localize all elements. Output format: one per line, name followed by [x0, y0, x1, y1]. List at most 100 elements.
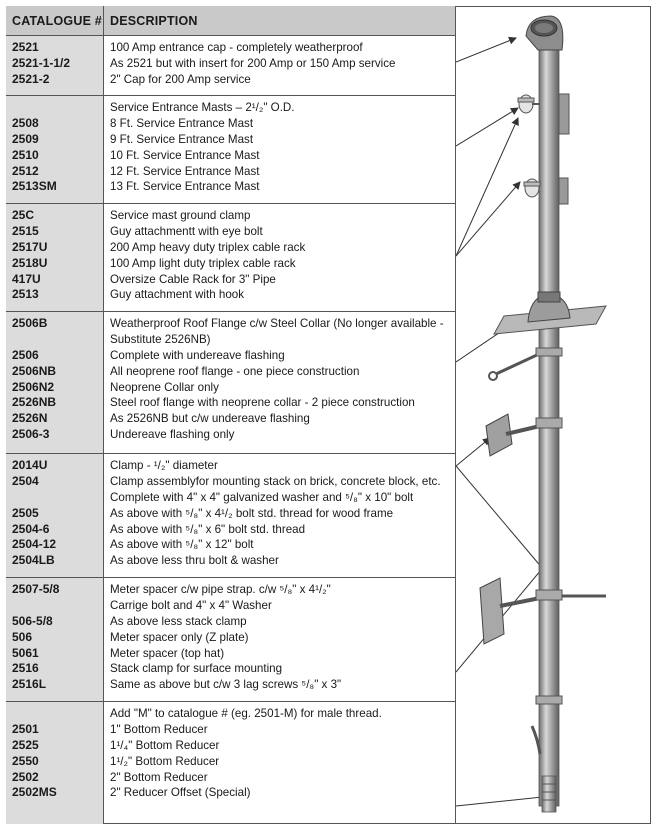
- catalogue-number: 2521: [12, 40, 39, 54]
- catalogue-number: 2502MS: [12, 785, 57, 800]
- catalogue-group: 2521 100 Amp entrance cap - completely we…: [6, 36, 456, 96]
- description: Complete with 4" x 4" galvanized washer …: [110, 490, 414, 504]
- table-row: 2507-5/8 Meter spacer c/w pipe strap. c/w…: [6, 582, 456, 598]
- catalogue-group: 2014U Clamp - ¹/₂" diameter 2504 Clamp asse…: [6, 454, 456, 578]
- catalogue-number: 2550: [12, 753, 39, 768]
- description: As 2521 but with insert for 200 Amp or 1…: [110, 56, 396, 70]
- catalogue-number: 2526N: [12, 411, 48, 426]
- table-row: 2521-1-1/2 As 2521 but with insert for 20…: [6, 56, 456, 72]
- description: As above with ⁵/₈" x 12" bolt: [110, 538, 254, 552]
- catalogue-number: 2510: [12, 147, 39, 162]
- description: 9 Ft. Service Entrance Mast: [110, 132, 254, 146]
- table-row: 2512 12 Ft. Service Entrance Mast: [6, 164, 456, 180]
- catalogue-number: 2504: [12, 473, 39, 488]
- catalogue-number: 2516: [12, 661, 39, 676]
- description: 100 Amp entrance cap - completely weathe…: [110, 41, 363, 54]
- description: Service mast ground clamp: [110, 209, 251, 222]
- table-header: CATALOGUE # DESCRIPTION: [6, 6, 456, 36]
- service-mast-illustration: [456, 15, 607, 813]
- table-row: Service Entrance Masts – 2¹/₂" O.D.: [6, 100, 456, 116]
- catalogue-number: 25C: [12, 208, 35, 222]
- catalogue-number: 2516L: [12, 677, 47, 692]
- catalogue-table: CATALOGUE # DESCRIPTION 2521 100 Amp entr…: [6, 6, 456, 824]
- description: Complete with undereave flashing: [110, 348, 285, 362]
- description: Service Entrance Masts – 2¹/₂" O.D.: [110, 101, 295, 114]
- cable-rack-lower: [523, 177, 569, 205]
- table-row: Carrige bolt and 4" x 4" Washer: [6, 598, 456, 614]
- description: As above with ⁵/₈" x 6" bolt std. thread: [110, 522, 306, 536]
- table-right-border: [455, 6, 456, 824]
- table-row: 2526NB Steel roof flange with neoprene co…: [6, 395, 456, 411]
- description: 1¹/₂" Bottom Reducer: [110, 754, 220, 768]
- description: 200 Amp heavy duty triplex cable rack: [110, 240, 306, 254]
- catalogue-group: 2507-5/8 Meter spacer c/w pipe strap. c/w…: [6, 578, 456, 702]
- catalogue-number: 2504-12: [12, 537, 57, 552]
- catalogue-number: 2506: [12, 347, 39, 362]
- description: Stack clamp for surface mounting: [110, 662, 283, 676]
- table-row: 2509 9 Ft. Service Entrance Mast: [6, 132, 456, 148]
- column-divider: [103, 6, 104, 824]
- catalogue-group: Add "M" to catalogue # (eg. 2501-M) for …: [6, 702, 456, 824]
- description: Guy attachmentt with eye bolt: [110, 224, 263, 238]
- description: Meter spacer only (Z plate): [110, 630, 249, 644]
- table-row: 2504 Clamp assemblyfor mounting stack on …: [6, 474, 456, 490]
- catalogue-number: 2507-5/8: [12, 582, 60, 596]
- catalogue-number: 2509: [12, 131, 39, 146]
- table-row: 25C Service mast ground clamp: [6, 208, 456, 224]
- roof-flange: [493, 291, 607, 335]
- entrance-cap: [525, 15, 564, 51]
- description: 2" Reducer Offset (Special): [110, 786, 251, 800]
- description: 12 Ft. Service Entrance Mast: [110, 164, 260, 178]
- catalogue-number: 2501: [12, 721, 39, 736]
- description: Clamp - ¹/₂" diameter: [110, 459, 218, 472]
- catalogue-number: 2512: [12, 163, 39, 178]
- catalogue-number: 2526NB: [12, 395, 57, 410]
- catalogue-number: 417U: [12, 271, 41, 286]
- description: Steel roof flange with neoprene collar -…: [110, 396, 415, 410]
- stack-clamp-bottom: [530, 695, 563, 755]
- catalogue-number: 2014U: [12, 458, 48, 472]
- description: Clamp assemblyfor mounting stack on bric…: [110, 474, 441, 488]
- table-row: 2516 Stack clamp for surface mounting: [6, 661, 456, 677]
- description: Add "M" to catalogue # (eg. 2501-M) for …: [110, 707, 382, 720]
- description: Oversize Cable Rack for 3" Pipe: [110, 272, 276, 286]
- table-row: 2502MS 2" Reducer Offset (Special): [6, 785, 456, 801]
- table-row: 2550 1¹/₂" Bottom Reducer: [6, 754, 456, 770]
- description: As above less stack clamp: [110, 614, 247, 628]
- description: Weatherproof Roof Flange c/w Steel Colla…: [110, 317, 444, 346]
- description: Same as above but c/w 3 lag screws ⁵/₈" …: [110, 678, 342, 692]
- description: 100 Amp light duty triplex cable rack: [110, 256, 296, 270]
- description-header: DESCRIPTION: [110, 14, 198, 28]
- code-column-background: [6, 36, 103, 824]
- description: Undereave flashing only: [110, 428, 235, 442]
- table-row: 2014U Clamp - ¹/₂" diameter: [6, 458, 456, 474]
- catalogue-number: 2521-1-1/2: [12, 55, 71, 70]
- description: Carrige bolt and 4" x 4" Washer: [110, 598, 272, 612]
- meter-spacer: [479, 577, 606, 645]
- description: Meter spacer c/w pipe strap. c/w ⁵/₈" x …: [110, 583, 331, 596]
- table-row: Complete with 4" x 4" galvanized washer …: [6, 490, 456, 506]
- catalogue-number: 2506NB: [12, 363, 57, 378]
- table-row: Add "M" to catalogue # (eg. 2501-M) for …: [6, 706, 456, 722]
- catalogue-number: 2521-2: [12, 71, 50, 86]
- catalogue-number: 2505: [12, 505, 39, 520]
- guy-attachment: [488, 347, 563, 381]
- description: 13 Ft. Service Entrance Mast: [110, 180, 260, 194]
- description: Neoprene Collar only: [110, 380, 219, 394]
